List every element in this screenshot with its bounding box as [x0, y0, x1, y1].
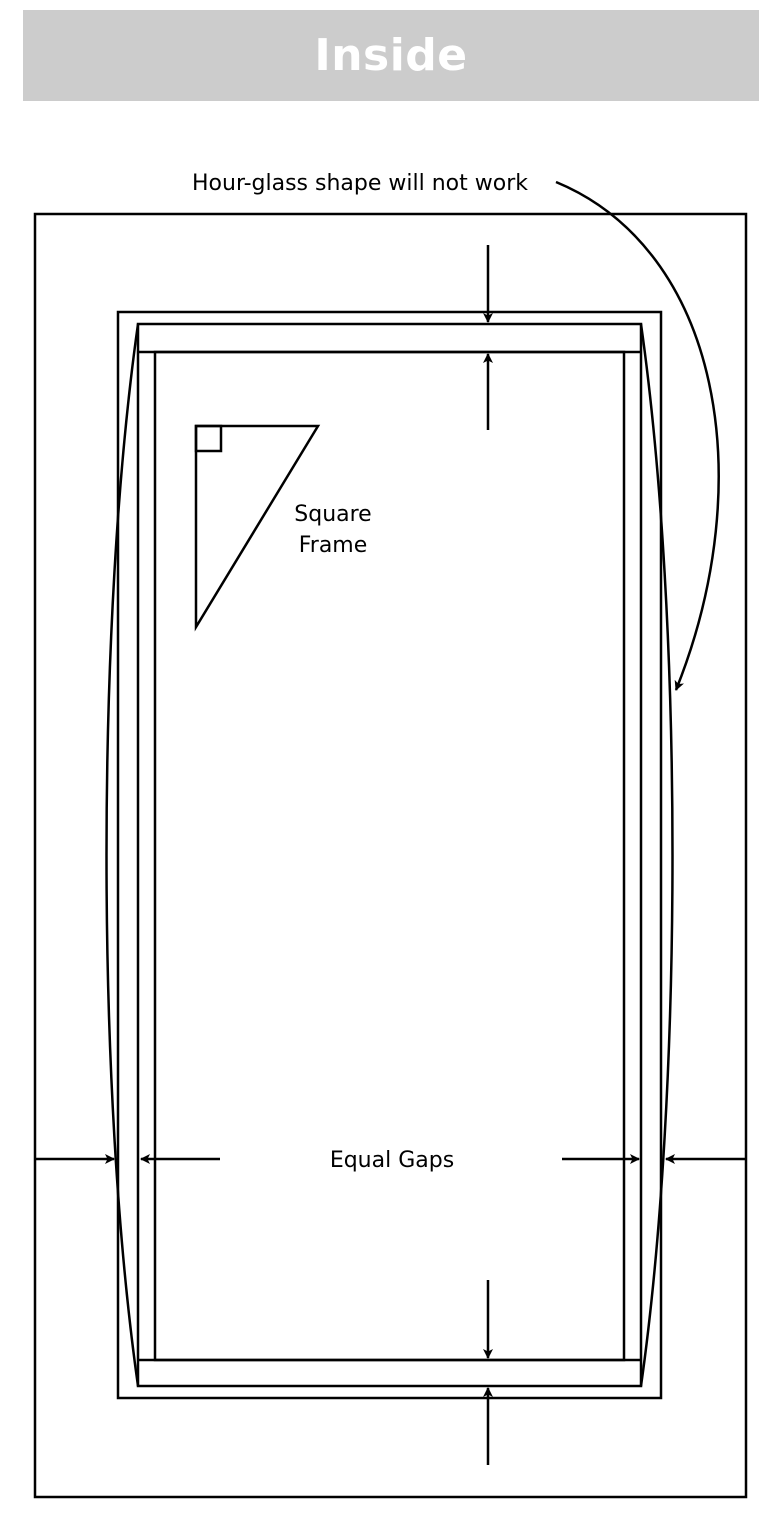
right-angle-mark	[194, 424, 223, 453]
right-triangle-icon	[194, 424, 321, 632]
square-frame-inner	[153, 350, 626, 1362]
equal-gaps-label: Equal Gaps	[330, 1148, 454, 1173]
outer-opening	[33, 212, 748, 1499]
rough-frame	[116, 310, 663, 1400]
square-frame-outer	[136, 322, 643, 1388]
hourglass-note-label: Hour-glass shape will not work	[192, 171, 528, 196]
square-frame-label-line1: Square	[294, 502, 371, 527]
hourglass-pointer-arrow	[555, 180, 720, 691]
square-frame-label-line2: Frame	[299, 533, 368, 558]
bowed-left-side	[105, 323, 140, 1387]
header-banner: Inside	[23, 10, 759, 101]
header-title: Inside	[314, 30, 468, 81]
bowed-right-side	[639, 323, 674, 1387]
